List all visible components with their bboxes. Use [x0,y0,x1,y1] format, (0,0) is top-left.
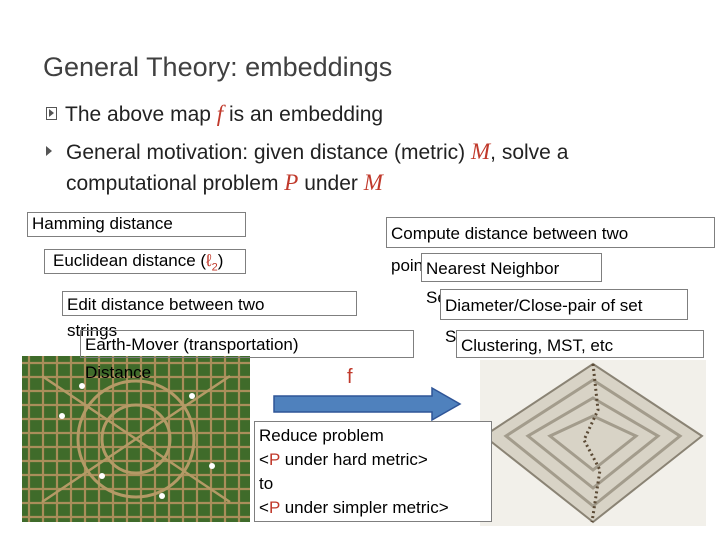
hedge-maze-image [22,356,250,522]
compute-distance-box: Compute distance between two points [386,217,715,275]
var-f: f [216,101,224,126]
bullet-arrow-icon [46,146,52,156]
reduce-problem-box: Reduce problem <P under hard metric> to … [254,421,492,522]
edit-distance-box: Edit distance between two strings [62,291,357,340]
bullet-arrow-icon [46,107,57,120]
earth-mover-box: Earth-Mover (transportation) Distance [80,330,414,382]
hedge-maze-drawing [22,356,250,522]
diameter-box: Diameter/Close-pair of set S [440,289,688,346]
ell-symbol: ℓ [206,251,212,270]
model-maze-image [480,360,706,526]
slide-title: General Theory: embeddings [43,52,393,82]
bullet-embedding: The above map f is an embedding [46,98,383,130]
bullet-motivation: General motivation: given distance (metr… [46,136,568,168]
clustering-box: Clustering, MST, etc [456,330,704,358]
map-label-f: f [347,366,353,388]
euclidean-distance-box: Euclidean distance (ℓ2) [44,249,246,274]
bullet-motivation-line2: computational problem P under M [66,170,383,195]
model-maze-drawing [482,362,704,524]
hamming-distance-box: Hamming distance [27,212,246,237]
nearest-neighbor-box: Nearest Neighbor Search [421,253,602,307]
embedding-arrow-icon [273,386,462,422]
